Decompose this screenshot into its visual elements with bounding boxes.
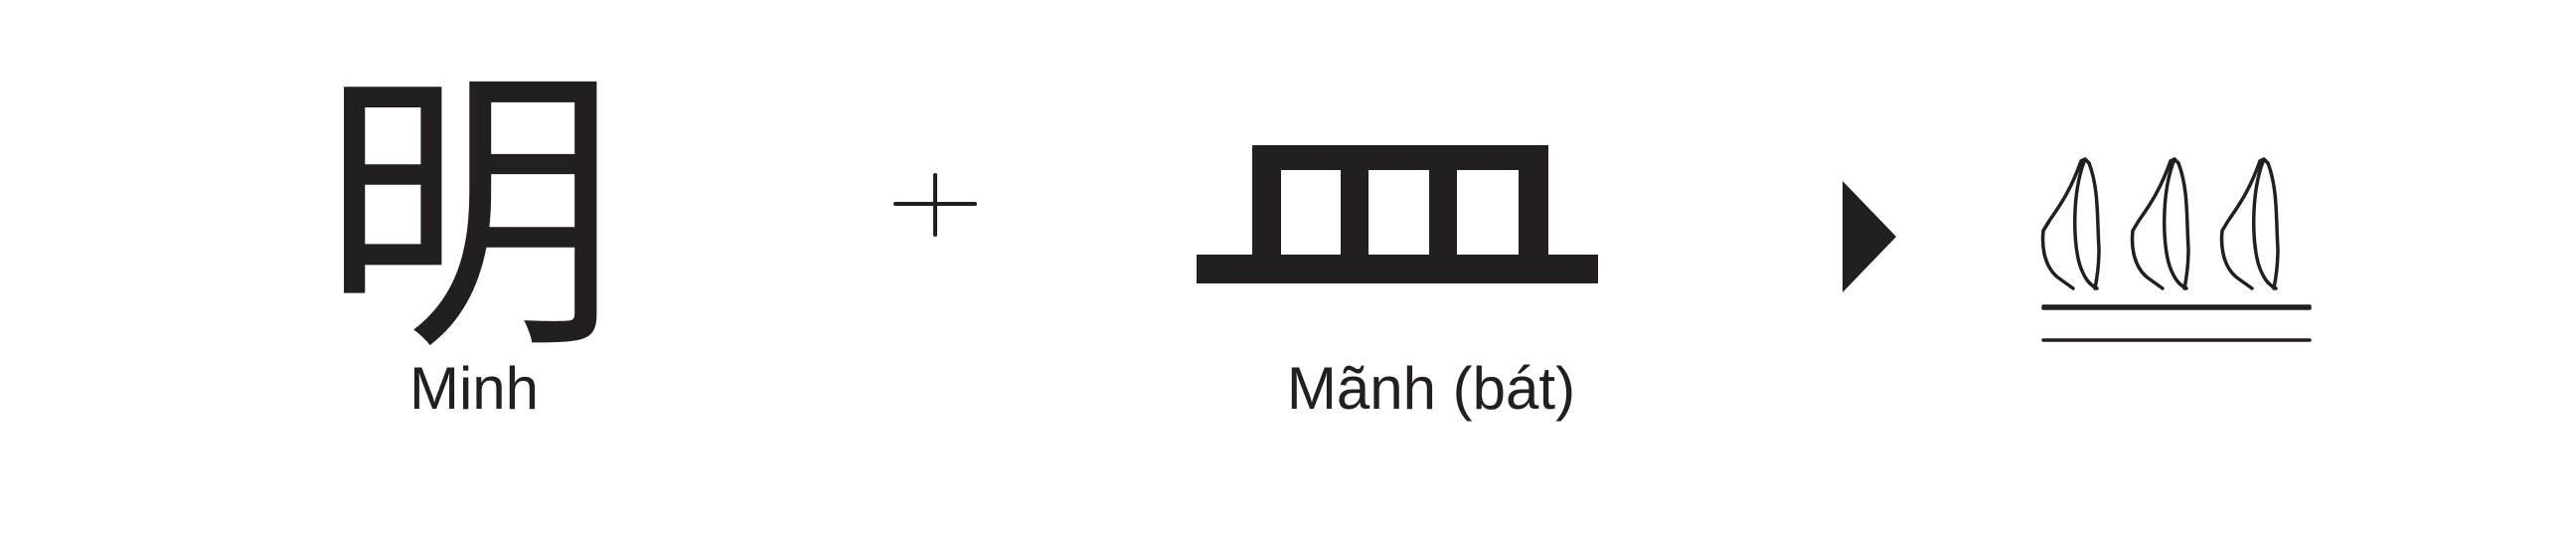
caption-manh: Mãnh (bát) bbox=[1286, 355, 1576, 422]
caption-minh: Minh bbox=[408, 355, 540, 422]
bowls-on-table-icon bbox=[2040, 157, 2312, 342]
dish-radical-glyph bbox=[1197, 145, 1598, 283]
plus-icon bbox=[893, 173, 977, 237]
arrow-right-icon bbox=[1843, 181, 1896, 292]
character-minh: 明 bbox=[320, 43, 618, 390]
